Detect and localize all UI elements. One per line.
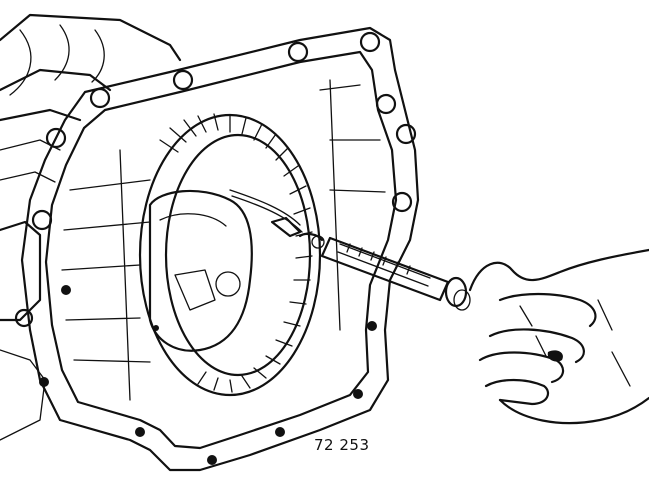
bolt-hole: [367, 321, 377, 331]
housing-flange: [20, 26, 420, 472]
bolt-hole: [353, 389, 363, 399]
bolt-hole: [172, 69, 194, 91]
bolt-hole: [61, 285, 71, 295]
bolt-hole: [135, 427, 145, 437]
bolt-hole: [31, 209, 53, 231]
bolt-hole: [391, 191, 413, 213]
bolt-hole: [287, 41, 309, 63]
hand: [468, 248, 649, 425]
bolt-hole: [359, 31, 381, 53]
housing-ribs: [61, 79, 386, 401]
bolt-hole: [275, 427, 285, 437]
bolt-hole: [207, 455, 217, 465]
bolt-hole: [395, 123, 417, 145]
differential-carrier: [148, 189, 253, 352]
bolt-hole: [89, 87, 111, 109]
transmission-housing: [0, 13, 182, 441]
ring-gear: [138, 113, 322, 397]
figure-reference-number: 72 253: [314, 436, 370, 454]
spring-scale: [298, 232, 471, 311]
bolt-hole: [375, 93, 397, 115]
bolt-hole: [45, 127, 67, 149]
bolt-hole: [39, 377, 49, 387]
measuring-cord: [229, 189, 303, 238]
bolt-holes: [31, 31, 417, 465]
